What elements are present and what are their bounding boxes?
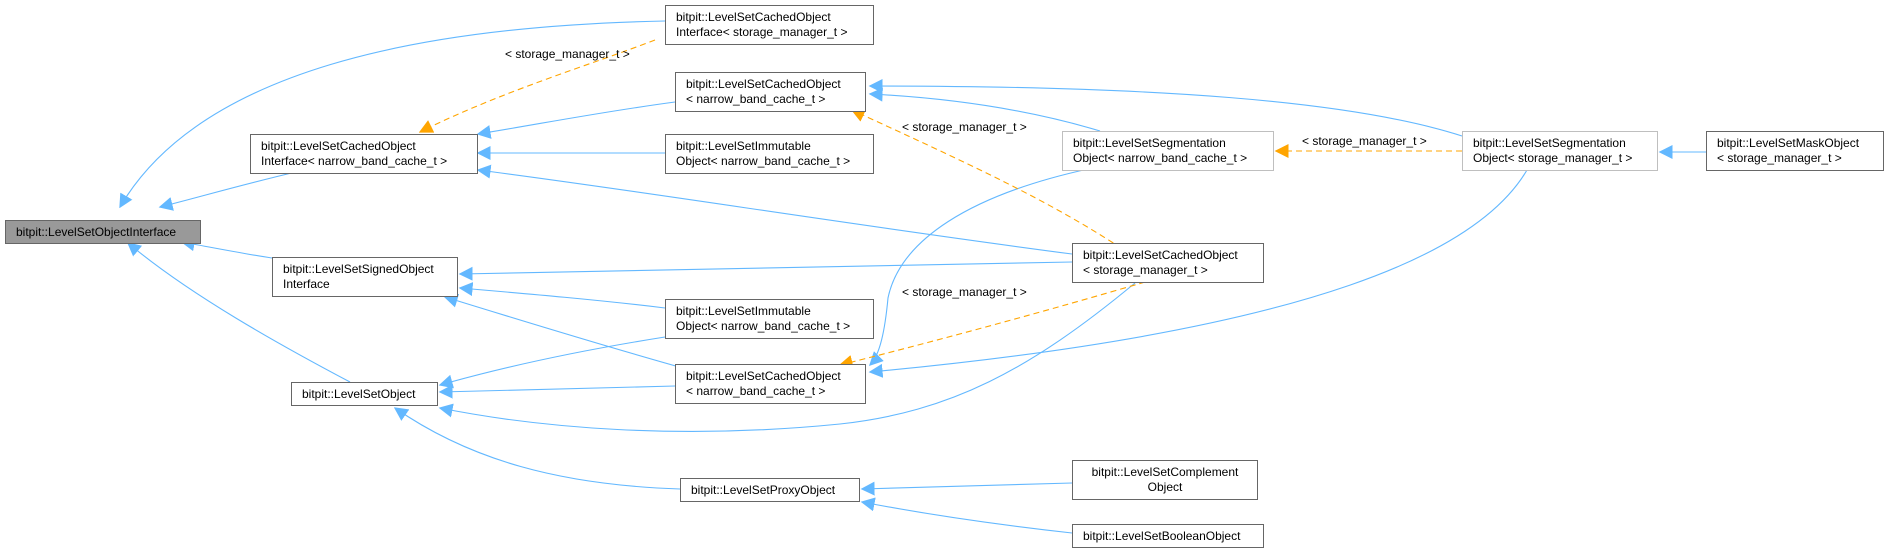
node-label: Interface< narrow_band_cache_t > xyxy=(261,154,448,168)
node-immutable-object-narrow-band-bottom[interactable]: bitpit::LevelSetImmutable Object< narrow… xyxy=(665,299,874,339)
node-cached-object-narrow-band-top[interactable]: bitpit::LevelSetCachedObject < narrow_ba… xyxy=(675,72,866,112)
node-mask-object-storage-manager[interactable]: bitpit::LevelSetMaskObject < storage_man… xyxy=(1706,131,1884,171)
node-label: bitpit::LevelSetImmutable xyxy=(676,304,811,318)
node-label: Object< narrow_band_cache_t > xyxy=(1073,151,1248,165)
node-levelset-object[interactable]: bitpit::LevelSetObject xyxy=(291,382,438,406)
node-label: < narrow_band_cache_t > xyxy=(686,92,826,106)
node-complement-object[interactable]: bitpit::LevelSetComplement Object xyxy=(1072,460,1258,500)
node-label: Object< narrow_band_cache_t > xyxy=(676,154,851,168)
node-segmentation-object-narrow-band[interactable]: bitpit::LevelSetSegmentation Object< nar… xyxy=(1062,131,1274,171)
node-label: < storage_manager_t > xyxy=(1083,263,1208,277)
node-levelset-object-interface: bitpit::LevelSetObjectInterface xyxy=(5,220,201,244)
edge-cached-nb-bot-to-signed-iface xyxy=(443,294,691,371)
node-label: bitpit::LevelSetBooleanObject xyxy=(1083,528,1241,543)
edge-cached-iface-sm-to-root xyxy=(119,20,666,209)
node-label: < storage_manager_t > xyxy=(1717,151,1842,165)
node-label: bitpit::LevelSetCachedObject xyxy=(261,139,416,153)
node-label: bitpit::LevelSetSegmentation xyxy=(1073,136,1226,150)
node-label: bitpit::LevelSetCachedObject xyxy=(1083,248,1238,262)
edge-complement-to-proxy xyxy=(860,481,1073,496)
node-label: bitpit::LevelSetSignedObject xyxy=(283,262,434,276)
edge-levelset-object-to-root xyxy=(126,242,351,383)
edge-boolean-to-proxy xyxy=(860,497,1073,534)
node-label: bitpit::LevelSetMaskObject xyxy=(1717,136,1860,150)
edge-cached-sm-to-levelset-object xyxy=(438,282,1136,432)
node-label: Interface xyxy=(283,277,330,291)
edge-cached-nb-bot-to-levelset-object xyxy=(438,384,676,399)
node-label: Object< storage_manager_t > xyxy=(1473,151,1633,165)
node-label: bitpit::LevelSetProxyObject xyxy=(691,482,836,497)
edge-label-storage-manager-4: < storage_manager_t > xyxy=(902,285,1027,299)
node-label: Object< narrow_band_cache_t > xyxy=(676,319,851,333)
node-label: Object xyxy=(1147,480,1183,494)
edge-immutable-bot-to-levelset-object xyxy=(438,336,666,389)
node-cached-object-interface-storage-manager[interactable]: bitpit::LevelSetCachedObject Interface< … xyxy=(665,5,874,45)
edge-label-storage-manager-3: < storage_manager_t > xyxy=(1302,134,1427,148)
node-proxy-object[interactable]: bitpit::LevelSetProxyObject xyxy=(680,478,860,502)
node-immutable-object-narrow-band-top[interactable]: bitpit::LevelSetImmutable Object< narrow… xyxy=(665,134,874,174)
node-signed-object-interface[interactable]: bitpit::LevelSetSignedObject Interface xyxy=(272,257,458,297)
node-label: bitpit::LevelSetCachedObject xyxy=(676,10,831,24)
edge-proxy-to-levelset-object xyxy=(393,407,681,490)
node-label: bitpit::LevelSetCachedObject xyxy=(686,369,841,383)
node-label: bitpit::LevelSetObject xyxy=(302,386,416,401)
node-label: bitpit::LevelSetCachedObject xyxy=(686,77,841,91)
edge-seg-sm-to-cached-nb-top xyxy=(868,79,1463,137)
node-label: Interface< storage_manager_t > xyxy=(676,25,848,39)
edge-seg-nb-to-cached-nb-bot xyxy=(869,168,1089,366)
edge-label-storage-manager-2: < storage_manager_t > xyxy=(902,120,1027,134)
node-label: bitpit::LevelSetImmutable xyxy=(676,139,811,153)
node-label: bitpit::LevelSetObjectInterface xyxy=(16,224,177,239)
edge-label-storage-manager-1: < storage_manager_t > xyxy=(505,47,630,61)
node-segmentation-object-storage-manager[interactable]: bitpit::LevelSetSegmentation Object< sto… xyxy=(1462,131,1658,171)
edge-seg-nb-to-cached-nb-top xyxy=(868,87,1101,132)
node-cached-object-storage-manager[interactable]: bitpit::LevelSetCachedObject < storage_m… xyxy=(1072,243,1264,283)
edge-signed-iface-to-root xyxy=(180,237,273,259)
template-edge-cached-sm-to-cached-nb-bot xyxy=(838,281,1146,369)
edge-cached-nb-top-to-cached-iface-nb xyxy=(476,101,676,139)
edge-cached-sm-to-cached-iface-nb xyxy=(476,164,1073,255)
edge-cached-sm-to-signed-iface xyxy=(458,261,1073,281)
node-cached-object-narrow-band-bottom[interactable]: bitpit::LevelSetCachedObject < narrow_ba… xyxy=(675,364,866,404)
node-cached-object-interface-narrow-band[interactable]: bitpit::LevelSetCachedObject Interface< … xyxy=(250,134,478,174)
node-label: bitpit::LevelSetSegmentation xyxy=(1473,136,1626,150)
node-label: < narrow_band_cache_t > xyxy=(686,384,826,398)
edge-immutable-bot-to-signed-iface xyxy=(458,282,666,309)
edge-seg-sm-to-cached-nb-bot xyxy=(868,169,1528,378)
node-boolean-object[interactable]: bitpit::LevelSetBooleanObject xyxy=(1072,524,1264,548)
edge-cached-iface-nb-to-root xyxy=(158,170,301,211)
node-label: bitpit::LevelSetComplement xyxy=(1091,465,1239,479)
